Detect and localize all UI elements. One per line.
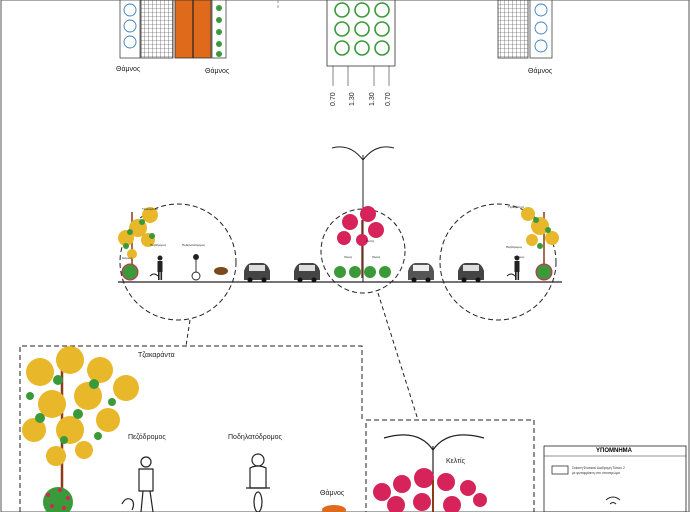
leader-left	[185, 319, 191, 347]
section-celtis-middle	[334, 206, 391, 278]
section-shrub-pot-left	[214, 267, 228, 275]
detail-celtis-tree	[373, 468, 487, 512]
detail-shrub-label: Θάμνος	[320, 490, 345, 497]
dim-1: 0.70	[330, 92, 337, 106]
bubble-left-bike-label: Ποδηλατόδρομος	[182, 243, 206, 247]
label-shrub-middle: Θάμνος	[205, 68, 230, 75]
bubble-mid-tree-label: Κελτίς	[366, 239, 375, 243]
car-2	[294, 263, 320, 283]
detail-shrub	[322, 505, 346, 512]
bubble-left-shrub-label: Θάμνος	[122, 256, 133, 260]
bubble-left-tree-label: Τζακαράντα	[142, 207, 158, 211]
car-1	[244, 263, 270, 283]
detail-frame-right	[365, 419, 535, 512]
section-cyclist-left	[191, 254, 201, 281]
label-shrub-left: Θάμνος	[116, 66, 141, 73]
legend-text-line-1: Σκίαση Φυσικού Διαδρομή Τύπου 2	[572, 466, 625, 470]
detail-frame-left	[19, 345, 363, 512]
top-plan-left	[119, 0, 227, 59]
section-jacaranda-left	[118, 207, 158, 281]
label-shrub-right: Θάμνος	[528, 68, 553, 75]
top-plan-middle	[326, 0, 396, 86]
legend-box	[543, 445, 687, 512]
dim-3: 1.30	[369, 92, 376, 106]
detail-pedestrian	[121, 456, 154, 512]
emblem-icon	[605, 496, 621, 505]
bubble-mid-grass-label-1: Χλοός	[344, 255, 353, 259]
detail-bubble-left	[119, 203, 237, 321]
detail-tree-label: Τζακαράντα	[138, 352, 175, 359]
leader-middle	[377, 292, 419, 421]
detail-bike-label: Ποδηλατόδρομος	[228, 434, 282, 441]
top-plan-right	[497, 0, 553, 59]
legend-text: Σκίαση Φυσικού Διαδρομή Τύπου 2 με φυτοφ…	[572, 466, 682, 475]
detail-bubble-right	[439, 203, 557, 321]
bubble-right-walk-label: Πεζόδρομος	[506, 245, 523, 249]
bubble-right-tree-label: Τζακαράντα	[508, 205, 524, 209]
dim-4: 0.70	[385, 92, 392, 106]
detail-bubble-middle	[320, 208, 406, 294]
legend-title: ΥΠΟΜΝΗΜΑ	[596, 448, 632, 454]
legend-swatch	[551, 465, 569, 475]
detail-walk-label: Πεζόδρομος	[128, 434, 166, 441]
detail-celtis-label: Κελτίς	[446, 458, 465, 465]
car-4	[458, 263, 484, 283]
section-jacaranda-right	[521, 207, 559, 281]
legend-text-line-2: με φυτοφράκτη στο υποστρώμα	[572, 470, 620, 475]
detail-jacaranda-tree	[22, 346, 139, 512]
section-pedestrian-right	[506, 255, 520, 280]
detail-cyclist	[246, 453, 270, 512]
section-pedestrian-left	[149, 255, 163, 280]
bubble-right-shrub-label: Θάμνος	[514, 255, 525, 259]
bubble-left-walk-label: Πεζόδρομος	[150, 243, 167, 247]
bubble-mid-grass-label-2: Χλοός	[372, 255, 381, 259]
dim-2: 1.30	[349, 92, 356, 106]
car-3	[408, 263, 434, 283]
